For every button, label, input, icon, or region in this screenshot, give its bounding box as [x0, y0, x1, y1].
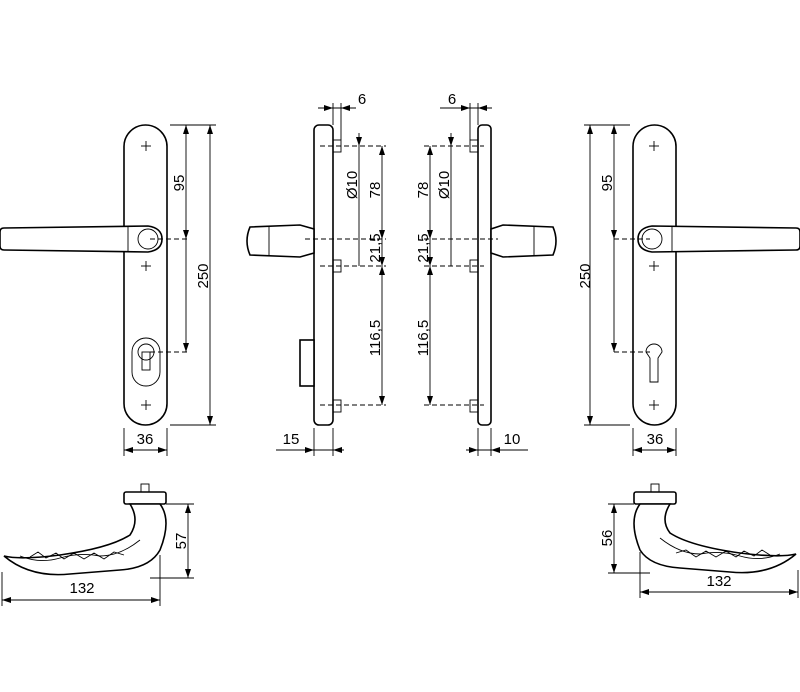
latch-side-left [299, 339, 315, 387]
dim-78-left: 78 [367, 182, 384, 199]
dim-diameter-right: Ø10 [436, 171, 453, 199]
dim-6-left: 6 [358, 91, 366, 108]
dim-57: 57 [173, 533, 190, 550]
screw-mark [141, 400, 151, 410]
dim-116-5-right: 116,5 [415, 320, 432, 356]
front-view-right: 95 250 36 [577, 124, 800, 456]
screw-mark [141, 141, 151, 151]
cylinder-keyhole-right [645, 343, 663, 383]
dim-21-5-left: 21,5 [367, 233, 384, 262]
backplate-left [123, 124, 168, 426]
dim-95-right: 95 [599, 175, 616, 192]
lever-side-left [246, 224, 315, 258]
dim-132-left: 132 [69, 580, 94, 597]
dim-250-right: 250 [577, 263, 594, 288]
handle-grip-right [633, 503, 797, 574]
screw-mark [649, 141, 659, 151]
dim-diameter-left: Ø10 [344, 171, 361, 199]
screw-mark [649, 261, 659, 271]
front-view-left: 95 250 36 [0, 124, 216, 456]
dim-36: 36 [137, 431, 154, 448]
plate-side-left [313, 124, 334, 426]
screw-mark [649, 400, 659, 410]
handle-top-right: 56 132 [599, 483, 799, 598]
dim-132-right: 132 [706, 573, 731, 590]
side-view-left: 6 Ø10 78 21,5 116,5 15 [246, 91, 386, 456]
dim-6-right: 6 [448, 91, 456, 108]
screw-mark [141, 261, 151, 271]
dim-78-right: 78 [415, 182, 432, 199]
backplate-right [632, 124, 677, 426]
dim-21-5-right: 21,5 [415, 233, 432, 262]
lever-side-right [490, 224, 557, 258]
dim-10: 10 [504, 431, 521, 448]
side-view-right: 6 Ø10 78 21,5 116,5 10 [415, 91, 557, 456]
dim-95: 95 [171, 175, 188, 192]
handle-top-left: 57 132 [1, 483, 194, 606]
dim-56: 56 [599, 530, 616, 547]
plate-side-right [477, 124, 492, 426]
handle-grip-left [3, 503, 167, 576]
dim-15: 15 [283, 431, 300, 448]
dim-36-right: 36 [647, 431, 664, 448]
lever-left [0, 225, 163, 253]
dim-250: 250 [195, 263, 212, 288]
cylinder-cutout-left [131, 337, 161, 387]
dim-116-5-left: 116,5 [367, 320, 384, 356]
